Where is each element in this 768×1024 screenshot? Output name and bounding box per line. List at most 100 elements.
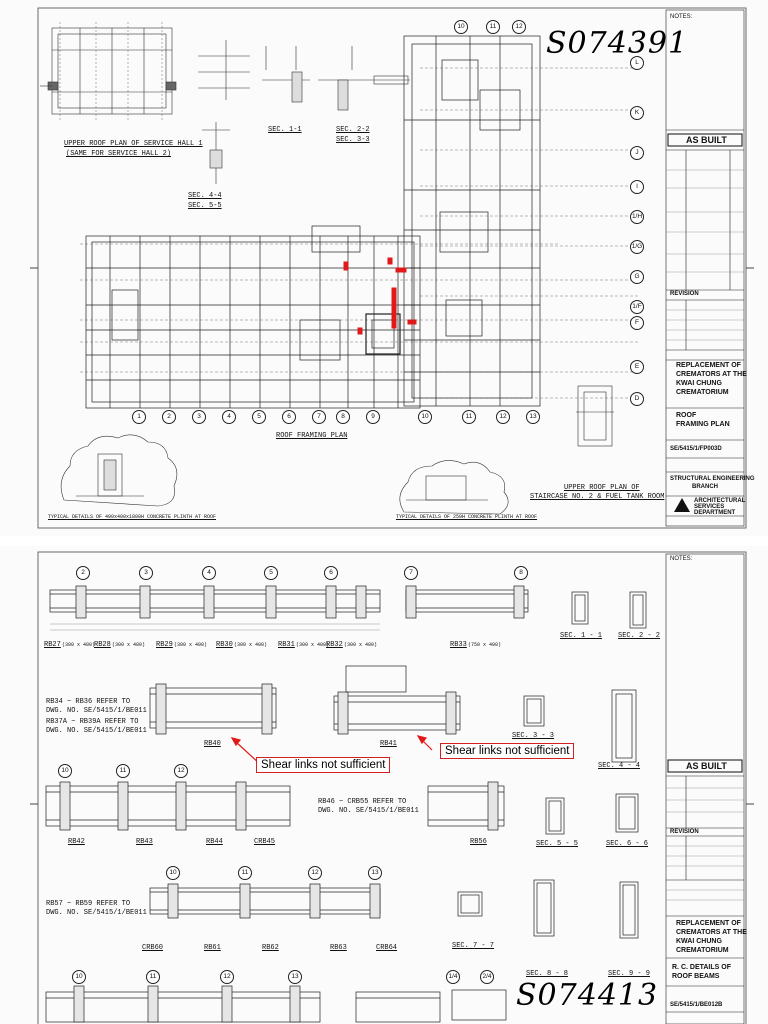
grid-bubble: 10: [418, 410, 432, 424]
upper-roof-plan-label: UPPER ROOF PLAN OF SERVICE HALL 1: [64, 140, 203, 148]
project-title: CREMATORS AT THE: [676, 929, 747, 936]
beam-label: RB43: [136, 838, 153, 846]
grid-bubble: 1/4: [446, 970, 460, 984]
grid-bubble: 1/G: [630, 240, 644, 254]
beam-size-label: (300 x 400): [234, 642, 268, 648]
drawing-title: ROOF: [676, 412, 697, 419]
beam-label: RB44: [206, 838, 223, 846]
section-label: SEC. 1 - 1: [560, 632, 603, 640]
grid-bubble: 2: [162, 410, 176, 424]
section-label: SEC. 3 - 3: [512, 732, 555, 740]
grid-bubble: 1/F: [630, 300, 644, 314]
grid-bubble: 1: [132, 410, 146, 424]
beam-size-label: (300 x 400): [174, 642, 208, 648]
grid-bubble: 12: [308, 866, 322, 880]
section-label: SEC. 5-5: [188, 202, 222, 210]
grid-bubble: 12: [512, 20, 526, 34]
grid-bubble: 13: [526, 410, 540, 424]
grid-bubble: 2: [76, 566, 90, 580]
staircase-plan-label: UPPER ROOF PLAN OF: [564, 484, 640, 492]
reference-note: DWG. NO. SE/5415/1/BE011: [46, 909, 147, 917]
beam-label: CRB64: [376, 944, 398, 952]
beam-label: RB40: [204, 740, 221, 748]
grid-bubble: 12: [496, 410, 510, 424]
project-title: KWAI CHUNG: [676, 938, 722, 945]
staircase-plan-label: STAIRCASE NO. 2 & FUEL TANK ROOM: [530, 493, 665, 501]
grid-bubble: 8: [514, 566, 528, 580]
beam-label: RB61: [204, 944, 221, 952]
reference-note: DWG. NO. SE/5415/1/BE011: [318, 807, 419, 815]
revision-heading: REVISION: [670, 291, 699, 297]
project-title: REPLACEMENT OF: [676, 362, 741, 369]
grid-bubble: J: [630, 146, 644, 160]
department-name: SERVICES: [694, 504, 725, 510]
beam-size-label: (300 x 400): [62, 642, 96, 648]
branch-name: STRUCTURAL ENGINEERING: [670, 476, 755, 482]
section-label: SEC. 2-2: [336, 126, 370, 134]
reference-note: DWG. NO. SE/5415/1/BE011: [46, 707, 147, 715]
beam-label: CRB60: [142, 944, 164, 952]
grid-bubble: 13: [368, 866, 382, 880]
grid-bubble: 12: [174, 764, 188, 778]
drawing-title: ROOF BEAMS: [672, 973, 720, 980]
project-title: CREMATORIUM: [676, 947, 729, 954]
drawing-number: SE/5415/1/BE012B: [670, 1002, 723, 1008]
branch-name: BRANCH: [692, 484, 718, 490]
reference-note: RB57 ~ RB59 REFER TO: [46, 900, 131, 908]
beam-label: RB42: [68, 838, 85, 846]
grid-bubble: 4: [222, 410, 236, 424]
grid-bubble: 11: [146, 970, 160, 984]
project-title: CREMATORIUM: [676, 389, 729, 396]
grid-bubble: 9: [366, 410, 380, 424]
beam-label: CRB45: [254, 838, 276, 846]
section-label: SEC. 6 - 6: [606, 840, 649, 848]
grid-bubble: 11: [238, 866, 252, 880]
section-label: SEC. 4-4: [188, 192, 222, 200]
grid-bubble: E: [630, 360, 644, 374]
notes-heading: NOTES:: [670, 14, 693, 20]
grid-bubble: 6: [324, 566, 338, 580]
grid-bubble: 3: [139, 566, 153, 580]
grid-bubble: 10: [58, 764, 72, 778]
section-label: SEC. 7 - 7: [452, 942, 495, 950]
shear-links-callout: Shear links not sufficient: [256, 757, 391, 773]
drawing-title: R. C. DETAILS OF: [672, 964, 731, 971]
grid-bubble: 2/4: [480, 970, 494, 984]
shear-links-callout: Shear links not sufficient: [440, 743, 575, 759]
grid-bubble: 11: [486, 20, 500, 34]
grid-bubble: 12: [220, 970, 234, 984]
grid-bubble: F: [630, 316, 644, 330]
notes-heading: NOTES:: [670, 556, 693, 562]
project-title: KWAI CHUNG: [676, 380, 722, 387]
beam-label: RB41: [380, 740, 397, 748]
section-label: SEC. 1-1: [268, 126, 302, 134]
beam-label: RB29: [156, 641, 173, 649]
grid-bubble: 4: [202, 566, 216, 580]
handwritten-drawing-id: S074391: [546, 26, 689, 61]
grid-bubble: 7: [404, 566, 418, 580]
grid-bubble: 11: [462, 410, 476, 424]
grid-bubble: D: [630, 392, 644, 406]
section-label: SEC. 5 - 5: [536, 840, 579, 848]
grid-bubble: G: [630, 270, 644, 284]
project-title: REPLACEMENT OF: [676, 920, 741, 927]
beam-label: RB28: [94, 641, 111, 649]
beam-size-label: (300 x 400): [296, 642, 330, 648]
beam-label: RB56: [470, 838, 487, 846]
grid-bubble: 5: [252, 410, 266, 424]
reference-note: DWG. NO. SE/5415/1/BE011: [46, 727, 147, 735]
section-label: SEC. 9 - 9: [608, 970, 651, 978]
same-for-service-hall-label: (SAME FOR SERVICE HALL 2): [66, 150, 172, 158]
beam-label: RB27: [44, 641, 61, 649]
beam-label: RB63: [330, 944, 347, 952]
grid-bubble: 8: [336, 410, 350, 424]
project-title: CREMATORS AT THE: [676, 371, 747, 378]
bottom-drawing-sheet: 2 3 4 5 6 7 8 10 11 12 10 11 12 13 10 11…: [0, 546, 768, 1024]
beam-label: RB33: [450, 641, 467, 649]
department-name: ARCHITECTURAL: [694, 498, 746, 504]
beam-label: RB30: [216, 641, 233, 649]
roof-framing-plan-drawing: [30, 7, 754, 529]
grid-bubble: 13: [288, 970, 302, 984]
drawing-number: SE/5415/1/FP003D: [670, 446, 722, 452]
section-label: SEC. 8 - 8: [526, 970, 569, 978]
